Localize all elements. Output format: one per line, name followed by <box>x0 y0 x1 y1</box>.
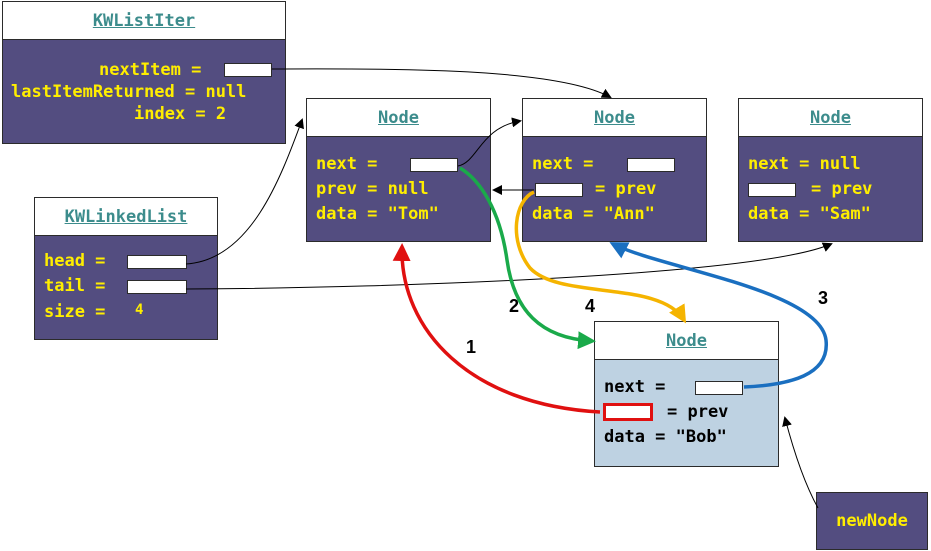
list-tail: tail = <box>44 276 106 296</box>
arrow-step2-green <box>459 166 596 350</box>
arrow-head-to-tom <box>185 118 304 265</box>
node-ann-body: next = = prev data = "Ann" <box>523 137 706 241</box>
node-sam-box: Node next = null = prev data = "Sam" <box>738 98 923 242</box>
arrow-step3-blue <box>609 242 828 389</box>
arrow-newnode-to-bob <box>782 416 819 509</box>
new-node-ref-label: newNode <box>836 511 908 531</box>
list-size-label: size = <box>44 302 106 322</box>
node-ann-data: data = "Ann" <box>532 204 655 224</box>
node-ann-prev: = prev <box>595 179 657 199</box>
kwlinkedlist-box: KWLinkedList head = tail = size = 4 <box>34 197 218 340</box>
node-bob-header: Node <box>595 322 778 360</box>
node-tom-next-slot <box>410 158 458 172</box>
new-node-ref-box: newNode <box>816 492 928 550</box>
node-bob-next-slot <box>695 381 743 395</box>
step-label-2: 2 <box>509 296 520 316</box>
node-tom-box: Node next = prev = null data = "Tom" <box>306 98 491 242</box>
kwlistiter-header: KWListIter <box>3 2 285 40</box>
node-tom-header: Node <box>307 99 490 137</box>
iter-index: index = 2 <box>134 104 227 124</box>
step-label-3: 3 <box>818 288 829 308</box>
kwlinkedlist-body: head = tail = size = 4 <box>35 236 217 339</box>
node-tom-title: Node <box>378 107 419 128</box>
node-sam-prev-slot <box>748 183 796 197</box>
arrow-iter-next-to-ann <box>271 68 612 98</box>
kwlinkedlist-header: KWLinkedList <box>35 198 217 236</box>
arrow-step1-red <box>392 243 601 414</box>
list-head: head = <box>44 251 106 271</box>
list-tail-slot <box>127 280 187 294</box>
arrow-tail-to-sam <box>185 242 833 290</box>
node-ann-title: Node <box>594 107 635 128</box>
node-bob-body: next = = prev data = "Bob" <box>595 360 778 466</box>
kwlistiter-title: KWListIter <box>92 10 196 31</box>
step-label-1: 1 <box>466 337 477 357</box>
node-ann-box: Node next = = prev data = "Ann" <box>522 98 707 242</box>
node-bob-data: data = "Bob" <box>604 427 727 447</box>
node-bob-prev-slot <box>603 403 653 421</box>
node-sam-body: next = null = prev data = "Sam" <box>739 137 922 241</box>
node-sam-title: Node <box>810 107 851 128</box>
kwlistiter-body: nextItem = lastItemReturned = null index… <box>3 40 285 143</box>
iter-next-item-slot <box>224 63 272 77</box>
node-ann-next-slot <box>627 158 675 172</box>
node-tom-data: data = "Tom" <box>316 204 439 224</box>
node-sam-data: data = "Sam" <box>748 204 871 224</box>
node-sam-prev: = prev <box>811 179 873 199</box>
kwlinkedlist-title: KWLinkedList <box>64 206 188 227</box>
node-bob-title: Node <box>666 330 707 351</box>
arrow-step4-yellow <box>514 190 687 324</box>
node-ann-prev-slot <box>535 183 583 197</box>
node-tom-body: next = prev = null data = "Tom" <box>307 137 490 241</box>
node-tom-next: next = <box>316 154 378 174</box>
list-head-slot <box>127 255 187 269</box>
node-bob-next: next = <box>604 377 666 397</box>
arrow-tom-next-to-ann <box>457 117 522 167</box>
iter-next-item: nextItem = <box>99 60 202 80</box>
kwlistiter-box: KWListIter nextItem = lastItemReturned =… <box>2 1 286 144</box>
list-size-value: 4 <box>135 302 144 318</box>
node-ann-header: Node <box>523 99 706 137</box>
node-tom-prev: prev = null <box>316 179 429 199</box>
node-sam-header: Node <box>739 99 922 137</box>
step-label-4: 4 <box>585 296 596 316</box>
node-ann-next: next = <box>532 154 594 174</box>
node-bob-box: Node next = = prev data = "Bob" <box>594 321 779 467</box>
node-bob-prev: = prev <box>667 402 729 422</box>
iter-last-item-returned: lastItemReturned = null <box>11 82 247 102</box>
node-sam-next: next = null <box>748 154 861 174</box>
